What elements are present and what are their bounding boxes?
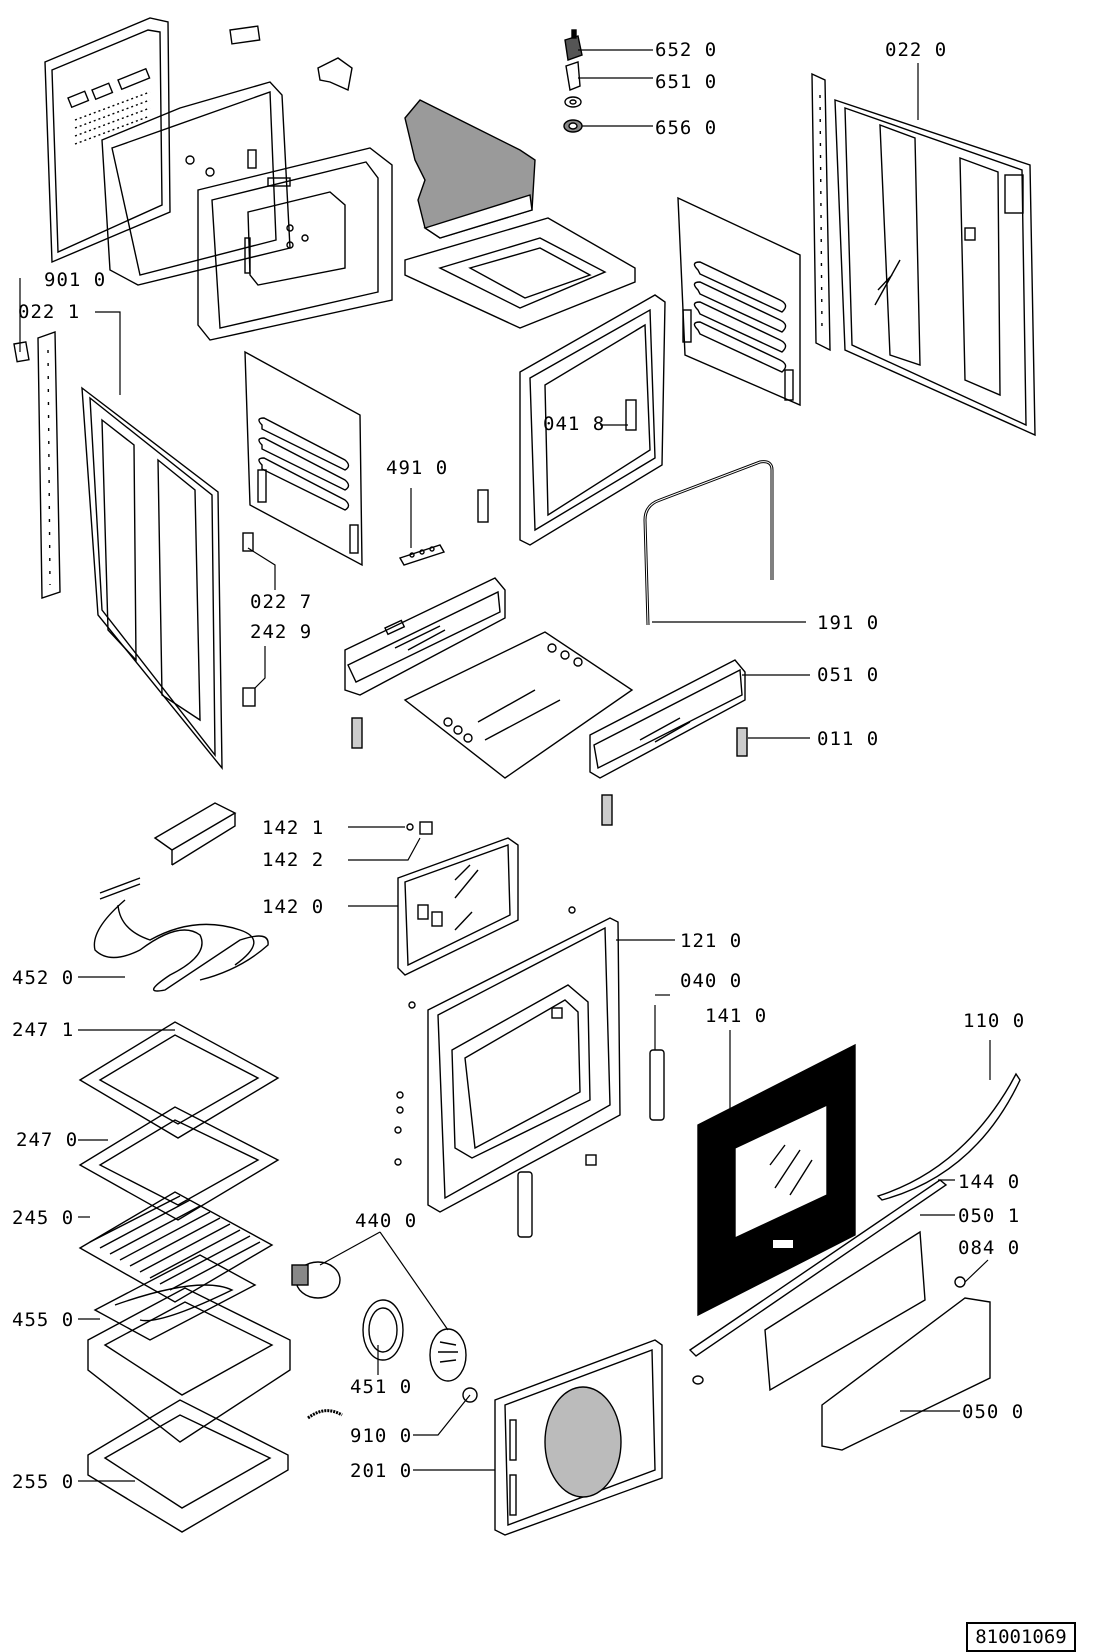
screw-part (954, 1276, 966, 1288)
callout-144: 144 0 (958, 1171, 1021, 1193)
callout-491: 491 0 (386, 457, 449, 479)
callout-050-1: 050 1 (958, 1205, 1021, 1227)
door-seal-part (643, 460, 774, 626)
drip-pan-1 (87, 1287, 291, 1443)
thermostat-parts (563, 29, 583, 133)
door-handle-part (876, 1072, 1021, 1201)
callout-651: 651 0 (655, 71, 718, 93)
bottom-element-part (93, 1254, 257, 1341)
callout-242-9: 242 9 (250, 621, 313, 643)
callout-050-0: 050 0 (962, 1401, 1025, 1423)
callout-041-8: 041 8 (543, 413, 606, 435)
door-trim-strip (688, 1179, 948, 1357)
spring-part (307, 1409, 343, 1420)
small-cover-part (229, 25, 261, 45)
hinge-support-part (242, 532, 254, 552)
callout-245: 245 0 (12, 1207, 75, 1229)
callout-141: 141 0 (705, 1005, 768, 1027)
callout-451: 451 0 (350, 1376, 413, 1398)
drip-pan-2 (87, 1399, 289, 1533)
callout-022-0: 022 0 (885, 39, 948, 61)
callout-011: 011 0 (817, 728, 880, 750)
drawer-front-part (764, 1230, 926, 1392)
callout-455: 455 0 (12, 1309, 75, 1331)
callout-051: 051 0 (817, 664, 880, 686)
terminal-block-part (398, 544, 446, 566)
callout-121: 121 0 (680, 930, 743, 952)
callout-656: 656 0 (655, 117, 718, 139)
callout-142-1: 142 1 (262, 817, 325, 839)
right-side-rail (811, 72, 831, 352)
right-cavity-side-wall (677, 196, 801, 407)
fan-nut-part (462, 1387, 478, 1403)
leader-lines (19, 49, 991, 1482)
callout-247-0: 247 0 (16, 1129, 79, 1151)
callout-910: 910 0 (350, 1425, 413, 1447)
hinge-parts (517, 1007, 665, 1238)
callout-110: 110 0 (963, 1010, 1026, 1032)
left-side-rail (37, 331, 61, 599)
callout-201: 201 0 (350, 1460, 413, 1482)
oven-tray-2 (78, 1106, 280, 1221)
washer-part (692, 1375, 704, 1385)
inner-door-frame (394, 906, 621, 1213)
hinge-bracket-part (242, 687, 256, 707)
rear-panel-part (44, 17, 171, 264)
glass-clip-parts (406, 821, 433, 835)
callout-452: 452 0 (12, 967, 75, 989)
fan-ring-part (362, 1299, 404, 1361)
callout-022-7: 022 7 (250, 591, 313, 613)
callout-022-1: 022 1 (18, 301, 81, 323)
callout-440: 440 0 (355, 1210, 418, 1232)
callout-142-0: 142 0 (262, 896, 325, 918)
outer-door-glass (697, 1043, 856, 1317)
cavity-top-part (404, 217, 636, 329)
fan-cover-panel (494, 1339, 663, 1536)
insulation-part (404, 99, 536, 239)
document-number: 81001069 (966, 1622, 1076, 1652)
small-clip-part (13, 341, 30, 363)
callout-084: 084 0 (958, 1237, 1021, 1259)
drawer-panel-part (821, 1297, 991, 1451)
feet-parts (351, 717, 748, 826)
callout-255: 255 0 (12, 1471, 75, 1493)
left-side-outer-panel (81, 386, 223, 771)
callout-040: 040 0 (680, 970, 743, 992)
oven-cavity-part (477, 294, 666, 546)
base-plate-part (403, 631, 634, 779)
oven-tray-1 (78, 1021, 280, 1139)
bracket-part (317, 57, 353, 92)
door-inner-glass (397, 837, 519, 976)
callout-901: 901 0 (44, 269, 107, 291)
grill-element-part (93, 877, 269, 992)
callout-247-1: 247 1 (12, 1019, 75, 1041)
oven-grid (78, 1191, 274, 1303)
right-side-outer-panel (834, 99, 1036, 437)
left-cavity-side-wall (244, 350, 363, 567)
oven-rear-frame (197, 147, 393, 341)
bracket-plate-part (153, 802, 237, 866)
callout-142-2: 142 2 (262, 849, 325, 871)
callout-191: 191 0 (817, 612, 880, 634)
fan-blade-part (429, 1328, 467, 1382)
left-base-rail (344, 577, 506, 696)
back-wall-part (101, 81, 291, 286)
callout-652: 652 0 (655, 39, 718, 61)
right-base-rail (589, 659, 746, 779)
fan-motor-part (291, 1261, 341, 1299)
